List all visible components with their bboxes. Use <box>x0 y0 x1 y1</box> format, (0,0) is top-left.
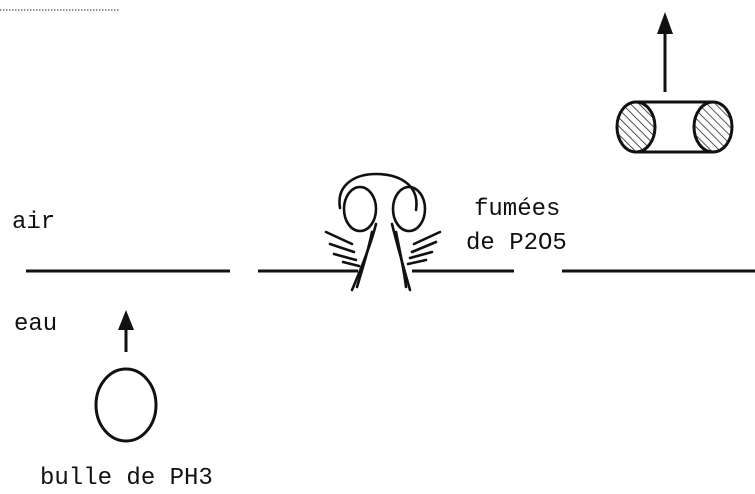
bubble-arrow-head <box>118 310 134 330</box>
bursting-bubble <box>324 172 442 292</box>
ring-right-lobe <box>391 185 427 233</box>
fume-streak-left-3 <box>332 252 358 262</box>
fume-streak-left-1 <box>324 230 354 246</box>
ring-outer-arc <box>338 172 418 212</box>
fume-streak-right-2 <box>410 240 438 254</box>
label-fumees: fumées <box>474 196 560 223</box>
stem-inner-right <box>394 230 408 289</box>
smoke-ring-right-disc <box>692 100 734 154</box>
smoke-ring <box>615 12 734 154</box>
label-de-p2o5: de P2O5 <box>466 230 567 257</box>
ring-left-lobe <box>342 185 378 233</box>
fume-streak-left-2 <box>328 242 356 254</box>
fume-streak-right-3 <box>408 250 434 260</box>
fume-streak-left-4 <box>341 260 361 268</box>
smoke-ring-left-disc <box>615 100 657 154</box>
fume-streak-right-4 <box>406 258 428 266</box>
label-eau: eau <box>14 311 57 338</box>
label-air: air <box>12 209 55 236</box>
smoke-ring-arrow-head <box>657 12 673 34</box>
stem-inner-left <box>355 230 374 289</box>
fume-streak-right-1 <box>412 230 442 246</box>
bubble-circle <box>94 367 158 443</box>
label-bulle-de-ph3: bulle de PH3 <box>40 465 213 492</box>
ph3-bubble <box>94 310 158 443</box>
